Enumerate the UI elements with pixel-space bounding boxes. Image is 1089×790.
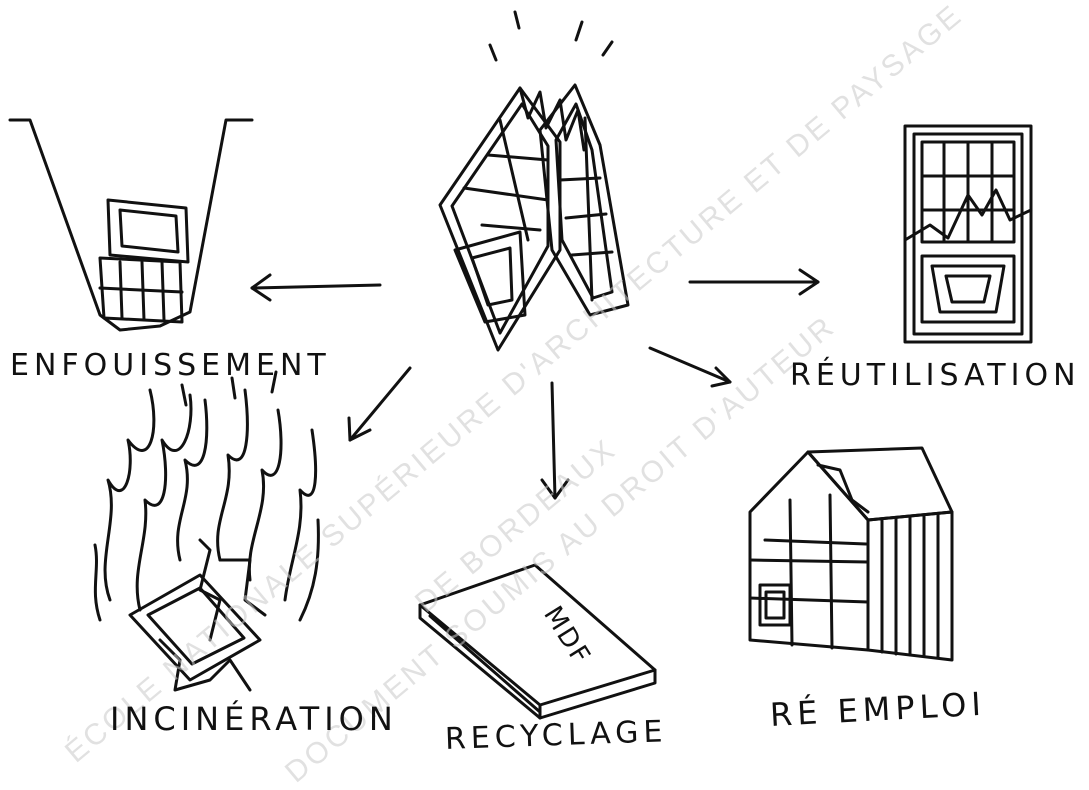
small-window [758, 583, 792, 627]
arrow-recyclage [540, 381, 570, 500]
reemploi-house-illustration [748, 446, 954, 662]
label-incineration: INCINÉRATION [110, 700, 398, 738]
buried-window-bottom [98, 256, 184, 324]
arrow-enfouissement [250, 273, 382, 302]
burnt-window-frame [128, 573, 262, 682]
left-panel-glass [453, 230, 527, 324]
buried-window-top [106, 198, 190, 264]
spark-mark [513, 10, 521, 30]
pit-outline [8, 118, 254, 332]
right-panel [538, 83, 630, 317]
window-outer-frame [903, 124, 1033, 344]
label-reutilisation: RÉUTILISATION [790, 358, 1081, 393]
flame-flick [180, 383, 188, 407]
reutilisation-window-illustration [903, 124, 1033, 344]
window-lower-panel [920, 254, 1016, 324]
incineration-fire-illustration [93, 370, 320, 692]
mdf-sheet-top [418, 563, 657, 707]
arrow-reemploi [648, 346, 732, 388]
arrow-incineration [347, 366, 412, 442]
arrow-reutilisation [688, 268, 820, 296]
spark-mark [574, 20, 584, 42]
house-left-facade [748, 450, 870, 652]
spark-mark [488, 43, 498, 62]
spark-mark [601, 40, 614, 57]
center-window-illustration [438, 10, 630, 352]
reflection-line [903, 188, 1033, 242]
recyclage-mdf-illustration [418, 563, 657, 720]
label-enfouissement: ENFOUISSEMENT [10, 348, 331, 383]
diagram-canvas: ÉCOLE NATIONALE SUPÉRIEURE D'ARCHITECTUR… [8, 0, 1081, 789]
diagram-drawing [8, 10, 1033, 720]
enfouissement-pit-illustration [8, 118, 254, 332]
